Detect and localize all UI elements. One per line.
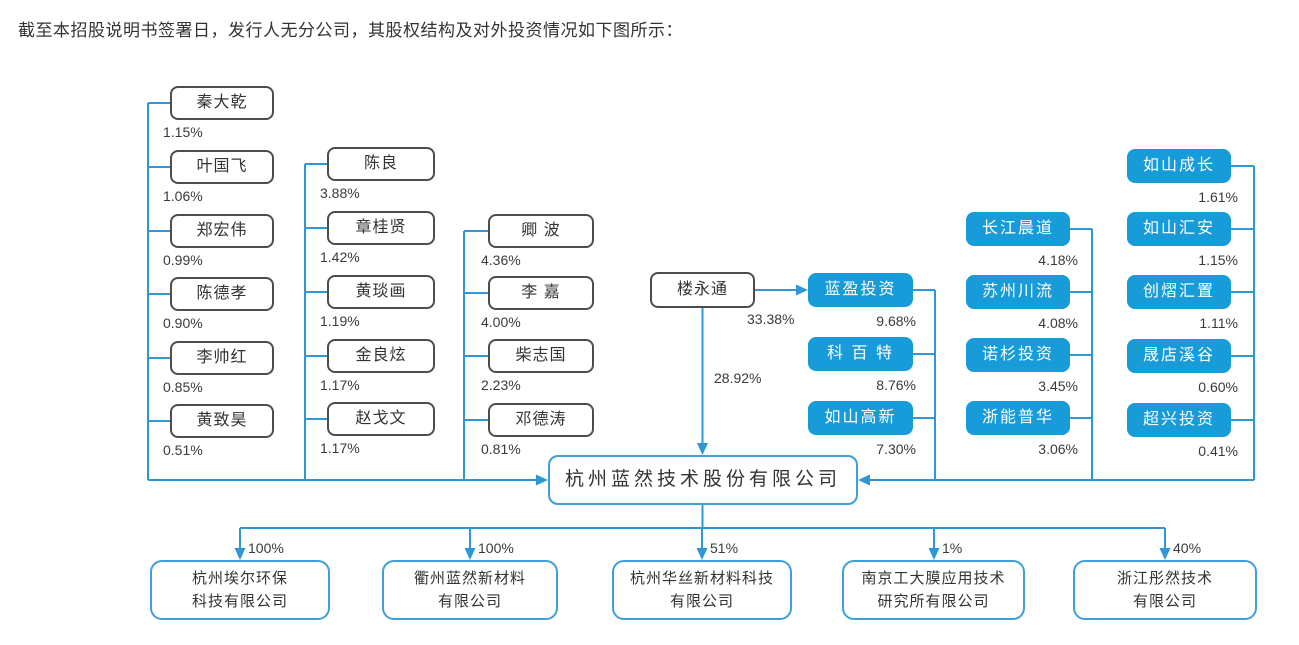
ownership-pct-label: 0.81% [481, 441, 521, 457]
shareholder-box: 晟店溪谷 [1127, 339, 1231, 373]
subsidiary-name-line2: 科技有限公司 [191, 593, 288, 610]
shareholder-box: 黄琰画 [327, 275, 435, 309]
ownership-pct-label: 9.68% [876, 313, 916, 329]
shareholder-box: 陈德孝 [170, 277, 274, 311]
shareholder-box: 长江晨道 [966, 212, 1070, 246]
ownership-pct-label: 7.30% [876, 441, 916, 457]
shareholder-box: 如山成长 [1127, 149, 1231, 183]
subsidiary-name-line1: 杭州华丝新材料科技 [629, 569, 774, 587]
shareholder-box: 超兴投资 [1127, 403, 1231, 437]
founder-affiliate-pct-label: 33.38% [747, 311, 795, 327]
intro-paragraph: 截至本招股说明书签署日，发行人无分公司，其股权结构及对外投资情况如下图所示： [18, 21, 683, 40]
subsidiary-name-line2: 有限公司 [1132, 593, 1197, 610]
company-box: 杭州蓝然技术股份有限公司 [548, 455, 858, 505]
ownership-pct-label: 0.90% [163, 315, 203, 331]
subsidiary-box: 杭州华丝新材料科技有限公司 [612, 560, 792, 620]
ownership-pct-label: 1.06% [163, 188, 203, 204]
shareholder-box: 陈良 [327, 147, 435, 181]
arrowhead-down [697, 443, 708, 455]
ownership-pct-label: 1.17% [320, 440, 360, 456]
subsidiary-pct-label: 40% [1173, 540, 1202, 556]
shareholder-box: 秦大乾 [170, 86, 274, 120]
shareholder-box: 章桂贤 [327, 211, 435, 245]
shareholder-box: 李 嘉 [488, 276, 594, 310]
subsidiary-name-line1: 杭州埃尔环保 [191, 569, 288, 587]
shareholder-box: 柴志国 [488, 339, 594, 373]
shareholder-box: 如山高新 [808, 401, 913, 435]
ownership-pct-label: 0.41% [1198, 443, 1238, 459]
ownership-pct-label: 4.18% [1038, 252, 1078, 268]
ownership-pct-label: 1.17% [320, 377, 360, 393]
ownership-pct-label: 4.08% [1038, 315, 1078, 331]
ownership-pct-label: 1.19% [320, 313, 360, 329]
shareholder-box: 赵戈文 [327, 402, 435, 436]
arrowhead-down [696, 548, 708, 560]
ownership-pct-label: 1.61% [1198, 189, 1238, 205]
shareholder-box: 郑宏伟 [170, 214, 274, 248]
ownership-pct-label: 8.76% [876, 377, 916, 393]
ownership-pct-label: 4.00% [481, 314, 521, 330]
arrowhead-down [928, 548, 940, 560]
shareholder-box: 浙能普华 [966, 401, 1070, 435]
shareholder-box: 李帅红 [170, 341, 274, 375]
ownership-pct-label: 0.85% [163, 379, 203, 395]
ownership-pct-label: 1.15% [163, 124, 203, 140]
shareholder-box: 诺杉投资 [966, 338, 1070, 372]
subsidiary-name-line1: 南京工大膜应用技术 [861, 569, 1006, 587]
shareholder-box: 科 百 特 [808, 337, 913, 371]
shareholder-box: 金良炫 [327, 339, 435, 373]
subsidiary-box: 南京工大膜应用技术研究所有限公司 [842, 560, 1025, 620]
ownership-pct-label: 2.23% [481, 377, 521, 393]
shareholder-box: 邓德涛 [488, 403, 594, 437]
subsidiary-name-line1: 衢州蓝然新材料 [413, 569, 526, 587]
arrowhead-right [536, 474, 548, 486]
arrowhead-down [234, 548, 246, 560]
founder-company-pct-label: 28.92% [714, 370, 762, 386]
subsidiary-name-line2: 研究所有限公司 [877, 593, 990, 610]
subsidiary-pct-label: 1% [942, 540, 963, 556]
subsidiary-pct-label: 100% [478, 540, 514, 556]
arrowhead-left [858, 474, 870, 486]
shareholder-box: 蓝盈投资 [808, 273, 913, 307]
shareholder-box: 苏州川流 [966, 275, 1070, 309]
subsidiary-pct-label: 100% [248, 540, 284, 556]
ownership-pct-label: 4.36% [481, 252, 521, 268]
ownership-pct-label: 0.60% [1198, 379, 1238, 395]
ownership-pct-label: 1.42% [320, 249, 360, 265]
shareholder-box: 黄致昊 [170, 404, 274, 438]
ownership-pct-label: 1.15% [1198, 252, 1238, 268]
shareholder-box: 卿 波 [488, 214, 594, 248]
arrowhead-down [464, 548, 476, 560]
ownership-pct-label: 3.06% [1038, 441, 1078, 457]
ownership-pct-label: 3.88% [320, 185, 360, 201]
subsidiary-box: 浙江彤然技术有限公司 [1073, 560, 1257, 620]
subsidiary-name-line2: 有限公司 [669, 593, 734, 610]
subsidiary-box: 衢州蓝然新材料有限公司 [382, 560, 558, 620]
shareholder-box: 创熠汇置 [1127, 275, 1231, 309]
ownership-pct-label: 0.51% [163, 442, 203, 458]
ownership-pct-label: 3.45% [1038, 378, 1078, 394]
shareholder-box: 如山汇安 [1127, 212, 1231, 246]
subsidiary-name-line1: 浙江彤然技术 [1116, 569, 1213, 587]
founder-box: 楼永通 [650, 272, 755, 308]
arrowhead-right [796, 284, 808, 296]
shareholder-box: 叶国飞 [170, 150, 274, 184]
arrowhead-down [1159, 548, 1171, 560]
subsidiary-name-line2: 有限公司 [437, 593, 502, 610]
subsidiary-box: 杭州埃尔环保科技有限公司 [150, 560, 330, 620]
subsidiary-pct-label: 51% [710, 540, 739, 556]
ownership-pct-label: 1.11% [1199, 315, 1238, 331]
ownership-pct-label: 0.99% [163, 252, 203, 268]
